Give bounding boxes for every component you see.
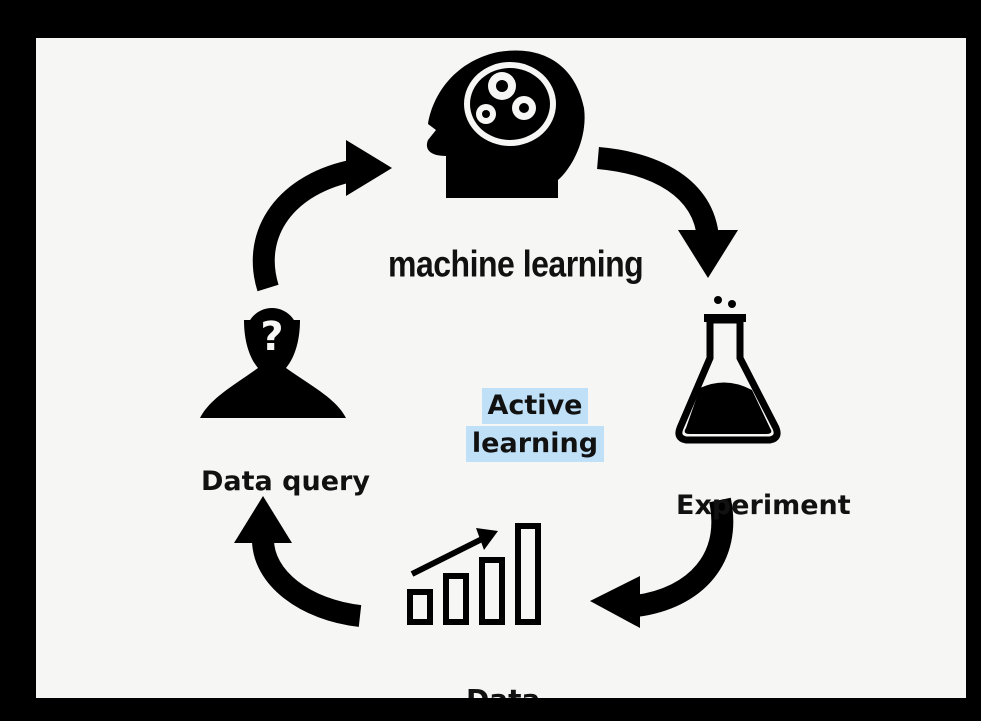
arrow-experiment-to-data — [590, 497, 734, 628]
node-label-experiment: Experiment — [676, 490, 851, 521]
center-title-line2: learning — [465, 426, 605, 462]
node-label-data-query: Data query — [201, 466, 370, 497]
svg-text:?: ? — [260, 314, 283, 360]
cycle-diagram: ? — [200, 50, 781, 628]
arrow-dataquery-to-ml — [252, 140, 392, 292]
arrow-data-to-dataquery — [234, 496, 362, 627]
flask-icon — [675, 296, 781, 444]
diagram-panel: ? machine learning Experiment Data query… — [36, 38, 966, 698]
head-gears-icon — [426, 50, 585, 198]
node-label-data: Data — [466, 683, 540, 698]
node-label-machine-learning: machine learning — [388, 243, 644, 285]
bar-chart-growth-icon — [407, 523, 541, 625]
center-title: Active learning — [451, 386, 619, 470]
arrow-ml-to-experiment — [596, 147, 738, 278]
center-title-line1: Active — [481, 388, 589, 424]
person-question-icon: ? — [200, 308, 346, 418]
